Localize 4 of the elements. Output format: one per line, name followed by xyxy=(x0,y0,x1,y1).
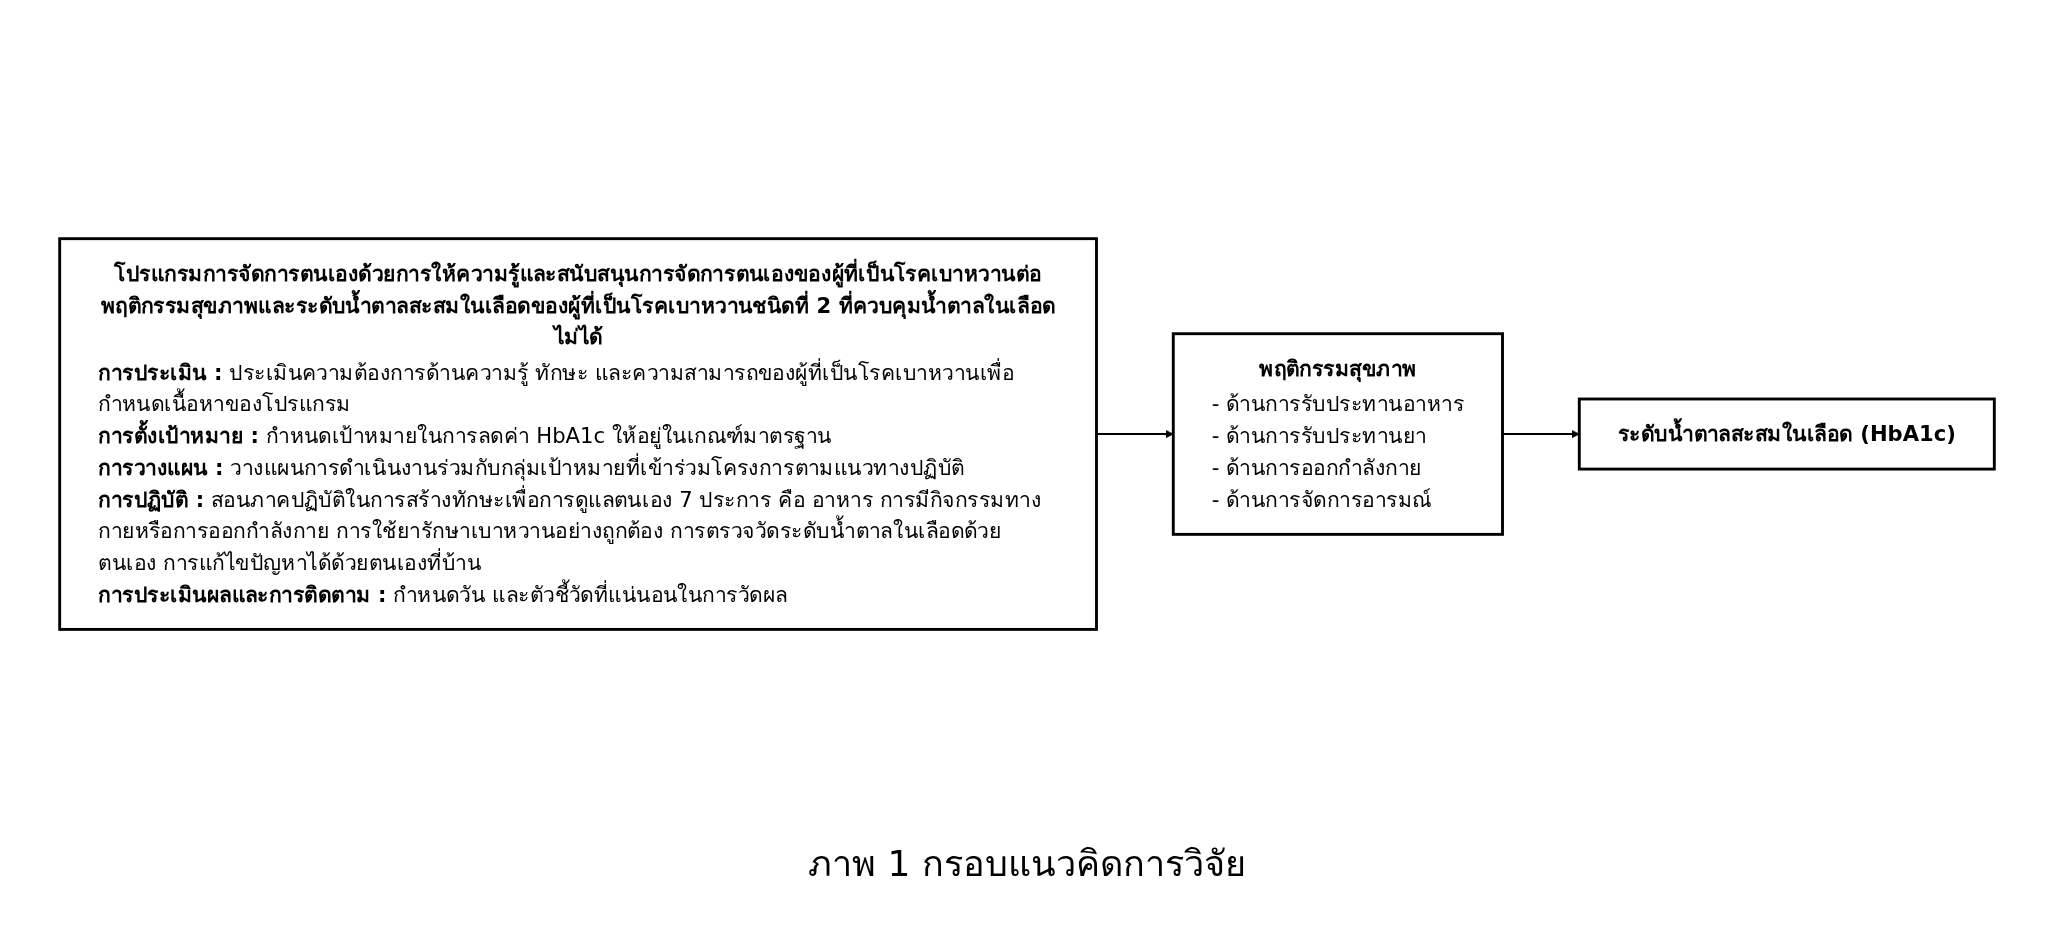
node-box xyxy=(1577,398,1996,471)
node-box xyxy=(1171,332,1504,537)
figure-caption: ภาพ 1 กรอบแนวคิดการวิจัย xyxy=(808,841,1246,886)
node-box xyxy=(58,237,1098,632)
